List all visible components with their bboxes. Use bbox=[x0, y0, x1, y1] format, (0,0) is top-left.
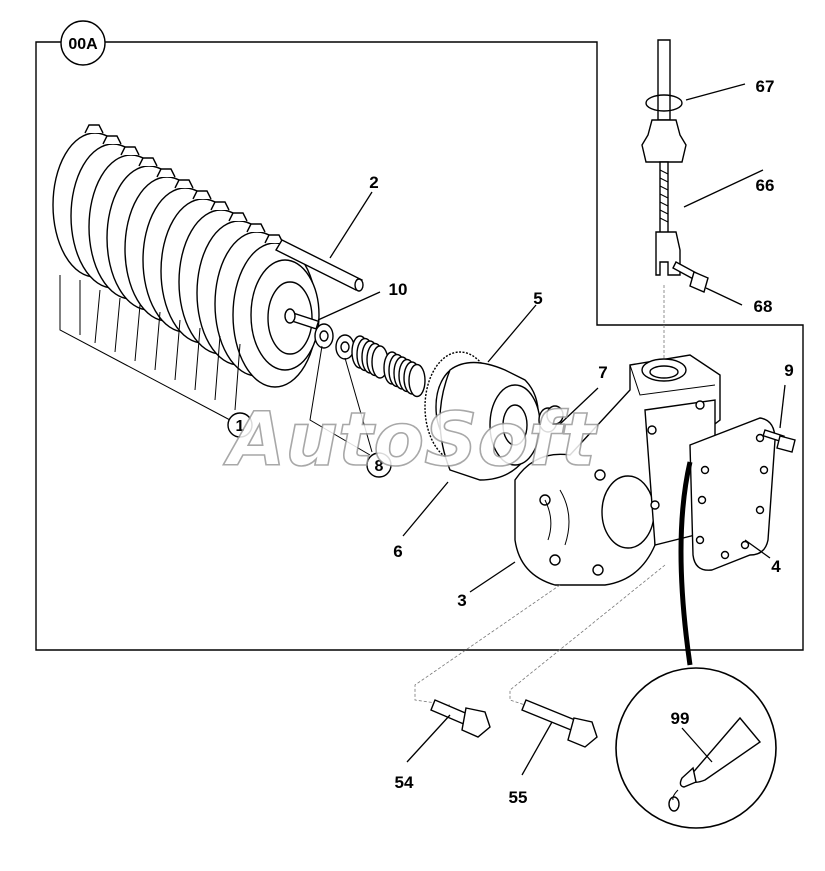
pin[interactable] bbox=[275, 239, 364, 292]
callout-68[interactable]: 68 bbox=[754, 297, 773, 316]
washers-and-springs[interactable] bbox=[309, 323, 426, 456]
callout-8-label: 8 bbox=[375, 458, 384, 475]
disc-tab bbox=[84, 124, 104, 134]
callout-99[interactable]: 99 bbox=[671, 709, 690, 728]
callout-55[interactable]: 55 bbox=[509, 788, 528, 807]
cap-7[interactable] bbox=[538, 405, 564, 433]
disc-tab bbox=[174, 179, 194, 189]
callout-3[interactable]: 3 bbox=[457, 591, 466, 610]
callout-4[interactable]: 4 bbox=[771, 557, 781, 576]
disc-tab bbox=[120, 146, 140, 156]
clutch-disc-stack[interactable] bbox=[52, 124, 320, 421]
sealant-tube-detail[interactable] bbox=[615, 667, 777, 829]
callout-66[interactable]: 66 bbox=[756, 176, 775, 195]
callout-5[interactable]: 5 bbox=[533, 289, 542, 308]
spring-coil bbox=[408, 363, 426, 398]
callout-10[interactable]: 10 bbox=[389, 280, 408, 299]
assembly-frame bbox=[35, 41, 804, 651]
housing[interactable] bbox=[514, 354, 721, 586]
callout-54[interactable]: 54 bbox=[395, 773, 414, 792]
watermark: AutoSoft bbox=[223, 397, 598, 483]
disc-tab bbox=[192, 190, 212, 200]
cover-gasket[interactable] bbox=[689, 417, 776, 571]
callout-8[interactable]: 8 bbox=[366, 452, 392, 478]
bolt-54[interactable] bbox=[430, 699, 491, 738]
disc-tab bbox=[210, 201, 230, 211]
callout-2[interactable]: 2 bbox=[369, 173, 378, 192]
group-badge[interactable]: 00A bbox=[60, 20, 106, 66]
callout-7[interactable]: 7 bbox=[598, 363, 607, 382]
disc-tab bbox=[246, 223, 266, 233]
callout-1[interactable]: 1 bbox=[227, 412, 253, 438]
group-badge-label: 00A bbox=[68, 36, 98, 53]
callout-6[interactable]: 6 bbox=[393, 542, 402, 561]
disc-tab bbox=[156, 168, 176, 178]
disc-tab bbox=[264, 234, 284, 244]
bolt-55[interactable] bbox=[521, 699, 598, 748]
callout-67[interactable]: 67 bbox=[756, 77, 775, 96]
screw-9[interactable] bbox=[762, 429, 796, 453]
bolt-68[interactable] bbox=[672, 261, 709, 293]
control-rod-assembly[interactable] bbox=[641, 39, 687, 276]
callout-9[interactable]: 9 bbox=[784, 361, 793, 380]
leader-lines bbox=[317, 83, 786, 776]
disc-tab bbox=[138, 157, 158, 167]
piston-hub[interactable] bbox=[439, 361, 541, 481]
disc-tab bbox=[228, 212, 248, 222]
disc-tab bbox=[102, 135, 122, 145]
bolt-10[interactable] bbox=[284, 308, 320, 330]
callout-1-label: 1 bbox=[236, 418, 245, 435]
